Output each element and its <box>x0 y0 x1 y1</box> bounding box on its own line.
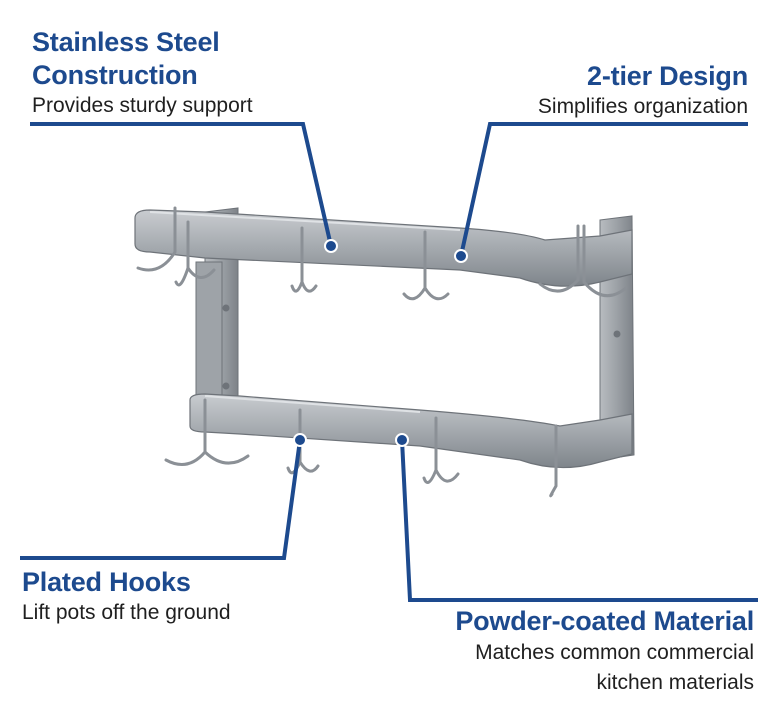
callout-title: 2-tier Design <box>587 61 748 91</box>
callout-title-line2: Construction <box>32 60 198 90</box>
callout-title: Powder-coated Material <box>455 606 754 636</box>
callout-dots <box>293 239 468 447</box>
callout-2-tier-design: 2-tier Design Simplifies organization <box>538 60 748 120</box>
callout-title: Stainless Steel <box>32 27 220 57</box>
leader-lines <box>20 122 758 602</box>
callout-stainless-steel: Stainless Steel Construction Provides st… <box>32 26 253 119</box>
callout-desc: Simplifies organization <box>537 95 748 118</box>
callout-plated-hooks: Plated Hooks Lift pots off the ground <box>22 566 231 626</box>
pot-rack-icon <box>134 206 635 498</box>
callout-powder-coated: Powder-coated Material Matches common co… <box>455 605 754 698</box>
callout-desc: Provides sturdy support <box>32 94 253 117</box>
callout-desc-line2: kitchen materials <box>596 671 754 694</box>
callout-desc: Lift pots off the ground <box>22 601 231 624</box>
callout-title: Plated Hooks <box>22 567 191 597</box>
callout-desc: Matches common commercial <box>475 641 754 664</box>
